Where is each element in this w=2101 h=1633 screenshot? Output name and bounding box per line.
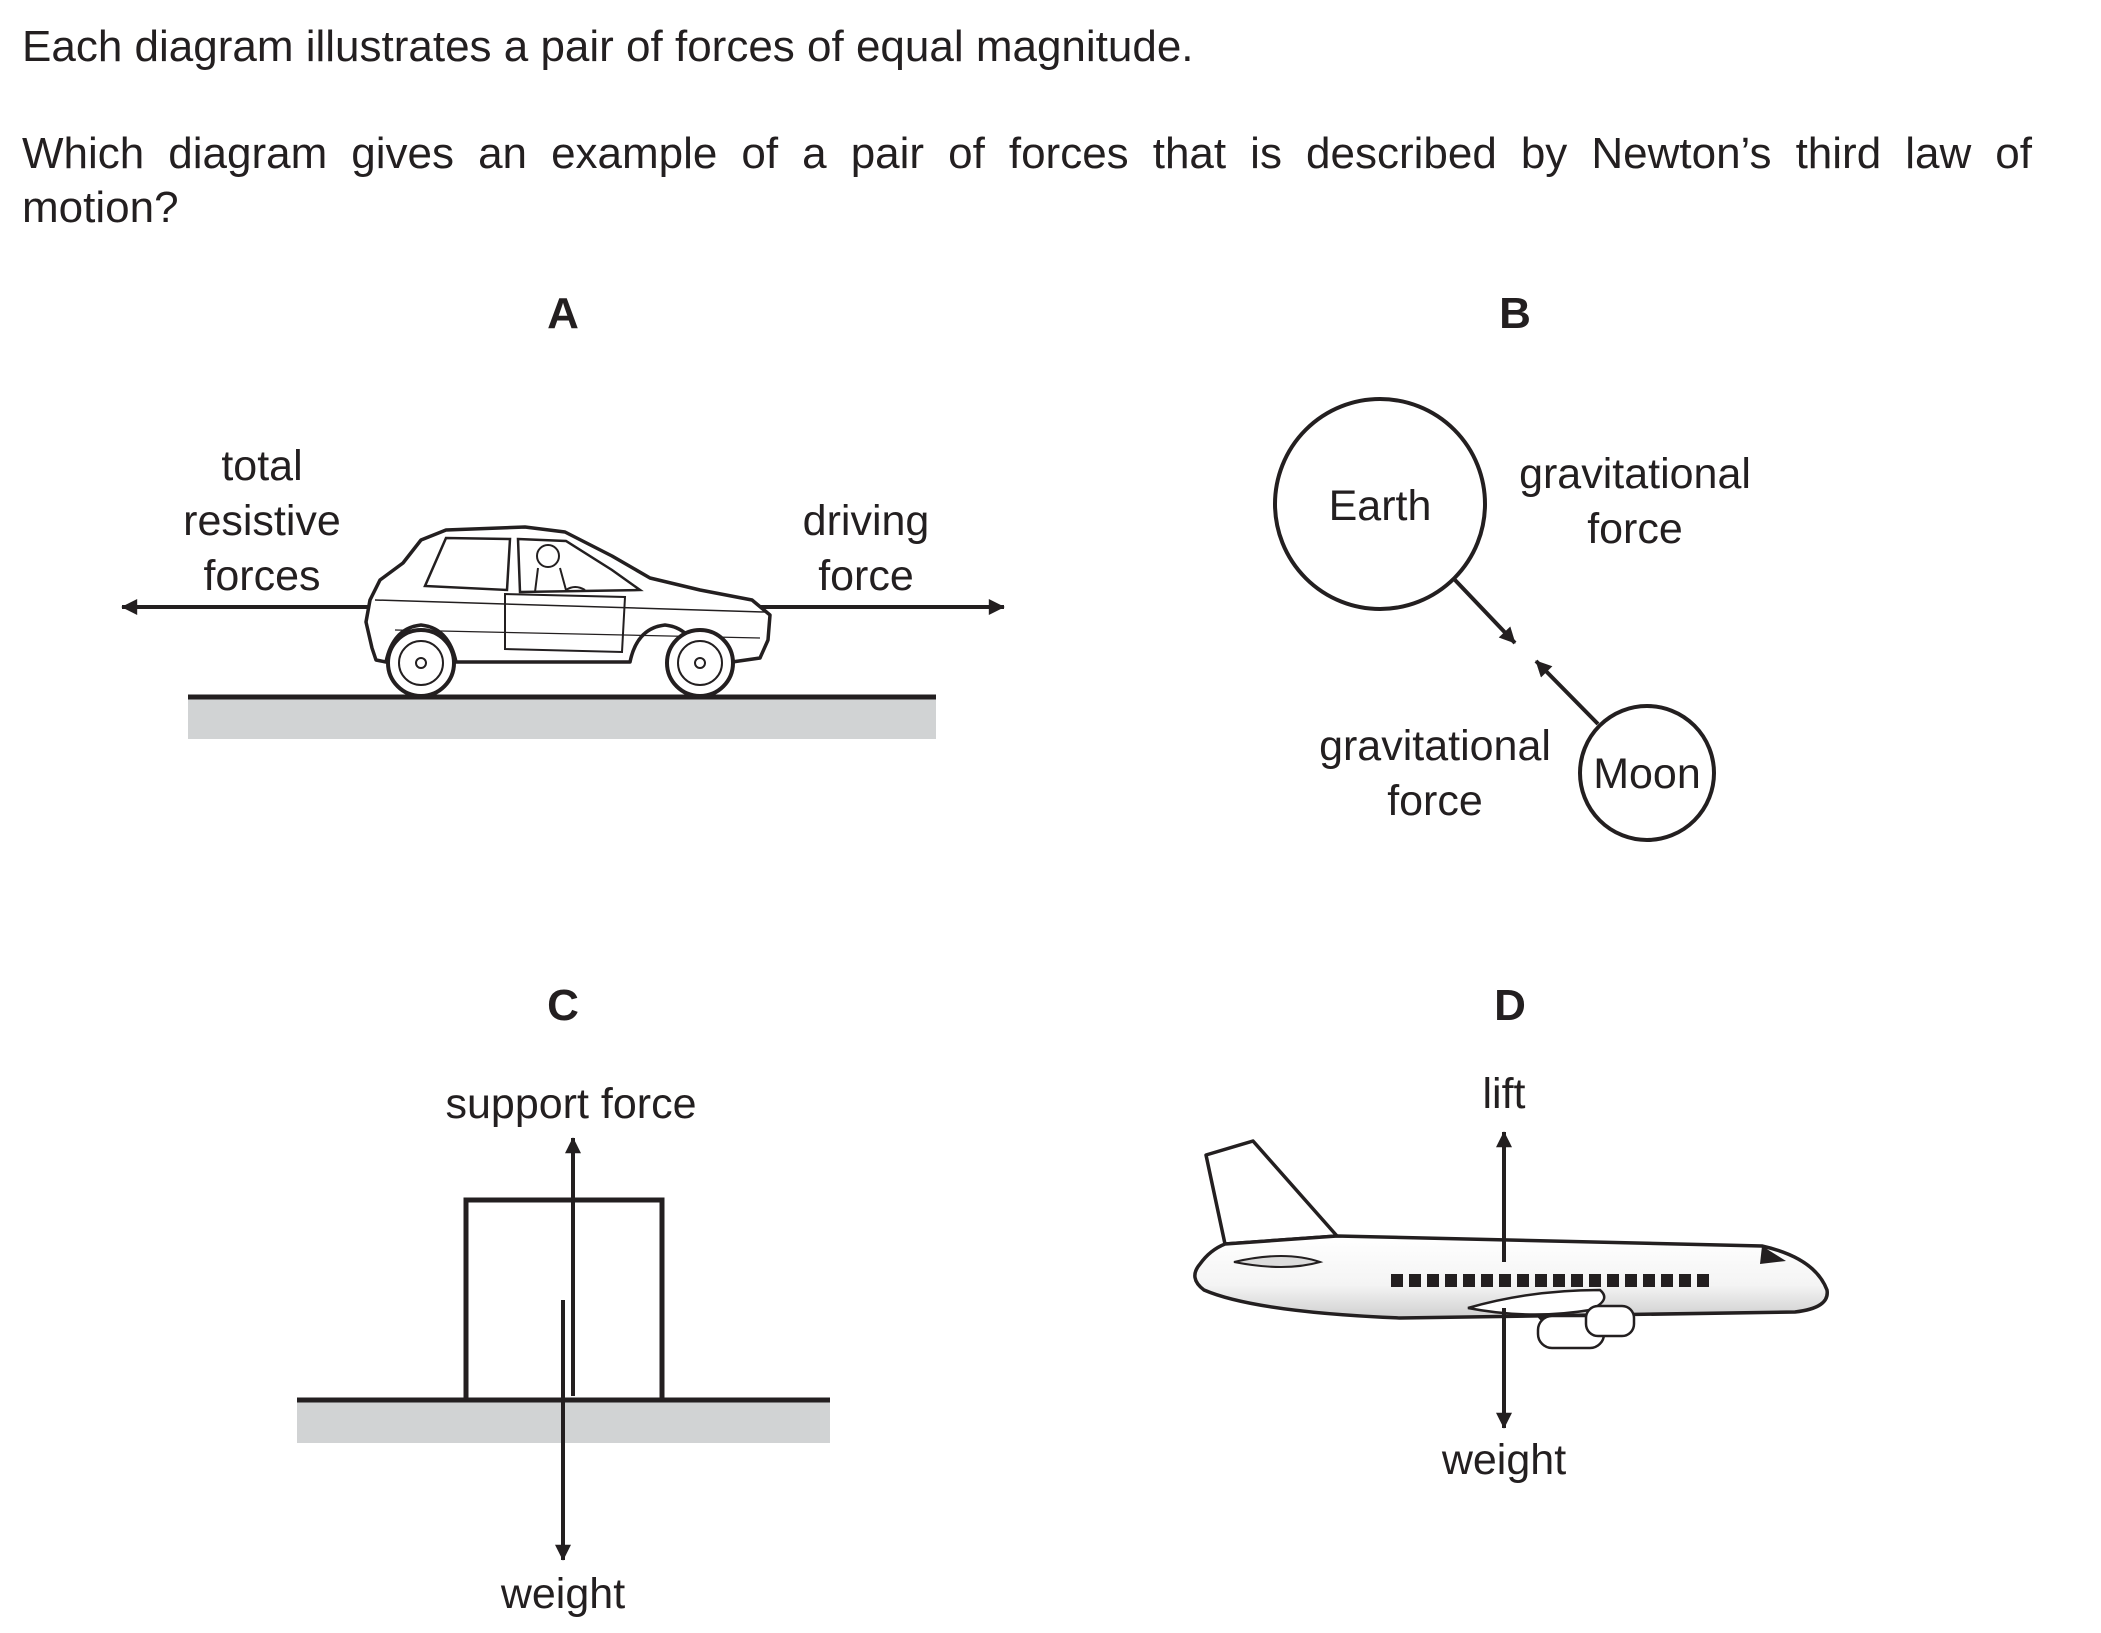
car-icon [364, 525, 772, 698]
moon-label: Moon [1593, 750, 1701, 798]
gravity-bottom-line2: force [1387, 777, 1483, 825]
driving-label-line2: force [818, 552, 914, 600]
option-b-label: B [1499, 289, 1531, 338]
question-text: Which diagram gives an example of a pair… [22, 129, 2032, 178]
force-on-earth-arrow [1534, 659, 1600, 726]
diagram-c: C support force weight [297, 981, 830, 1618]
gravity-top-line1: gravitational [1519, 450, 1751, 498]
resistive-label-line3: forces [203, 552, 320, 600]
weight-label-d: weight [1441, 1436, 1566, 1484]
resistive-label-line1: total [221, 442, 302, 490]
option-a-label: A [547, 289, 579, 338]
diagram-d: D lift weight [1193, 981, 1829, 1484]
gravity-bottom-line1: gravitational [1319, 722, 1551, 770]
resistive-label-line2: resistive [183, 497, 341, 545]
gravity-top-line2: force [1587, 505, 1683, 553]
weight-label-c: weight [500, 1570, 625, 1618]
force-on-moon-arrow [1453, 578, 1517, 645]
diagram-b: B Earth Moon gravitational force gravita… [1273, 289, 1751, 842]
support-force-label: support force [446, 1080, 697, 1128]
lift-label: lift [1483, 1070, 1526, 1118]
question-text-continued: motion? [22, 183, 179, 232]
option-d-label: D [1494, 981, 1526, 1030]
aeroplane-icon [1193, 1139, 1829, 1350]
earth-circle [1273, 397, 1487, 611]
question-intro: Each diagram illustrates a pair of force… [22, 22, 1194, 71]
earth-label: Earth [1329, 482, 1432, 530]
moon-circle [1578, 704, 1716, 842]
driving-label-line1: driving [803, 497, 930, 545]
road-ground [188, 697, 936, 739]
diagram-a: A total resistive forces driving force [121, 289, 1005, 739]
option-c-label: C [547, 981, 579, 1030]
